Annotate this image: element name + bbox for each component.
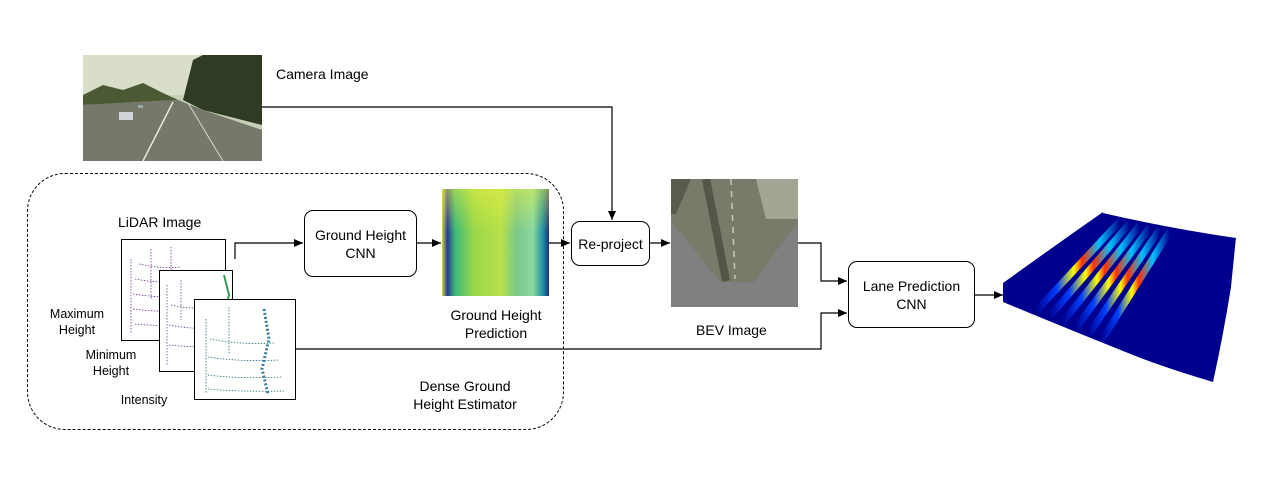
arrow-camera-to-reproject (261, 106, 616, 220)
ground-height-prediction-line-1: Ground Height (450, 307, 542, 323)
lane-prediction-cnn-line-2: CNN (896, 295, 927, 312)
lane-prediction-cnn-line-1: Lane Prediction (862, 277, 961, 294)
lane-prediction-output-surface (1003, 211, 1237, 382)
camera-image-label: Camera Image (276, 66, 369, 82)
ground-height-cnn-line-1: Ground Height (314, 226, 407, 243)
ground-height-prediction-image (442, 189, 549, 296)
intensity-label: Intensity (120, 393, 168, 407)
maximum-height-line-2: Height (58, 323, 96, 337)
lane-prediction-cnn-box: Lane Prediction CNN (848, 261, 975, 328)
dense-estimator-line-1: Dense Ground (419, 378, 511, 394)
minimum-height-label: Minimum Height (74, 347, 148, 379)
lidar-intensity-image (194, 299, 296, 400)
ground-height-cnn-line-2: CNN (345, 244, 376, 261)
bev-image (671, 179, 798, 307)
minimum-height-line-1: Minimum (85, 348, 137, 362)
maximum-height-label: Maximum Height (40, 306, 114, 338)
ground-height-prediction-line-2: Prediction (464, 325, 528, 341)
lidar-image-label: LiDAR Image (118, 214, 202, 230)
dense-ground-height-estimator-label: Dense Ground Height Estimator (395, 377, 535, 413)
dense-estimator-line-2: Height Estimator (413, 396, 517, 412)
maximum-height-line-1: Maximum (49, 307, 105, 321)
reproject-box: Re-project (571, 221, 650, 266)
arrow-lidar-to-lane-cnn (296, 309, 847, 350)
dense-ground-height-estimator-group (27, 173, 564, 430)
camera-image (83, 55, 262, 161)
arrow-lidar-to-ground-cnn (234, 239, 303, 259)
arrow-bev-to-lane-cnn (798, 242, 847, 285)
minimum-height-line-2: Height (92, 364, 130, 378)
bev-image-label: BEV Image (696, 322, 767, 338)
ground-height-prediction-label: Ground Height Prediction (433, 306, 559, 342)
ground-height-cnn-box: Ground Height CNN (304, 210, 417, 277)
